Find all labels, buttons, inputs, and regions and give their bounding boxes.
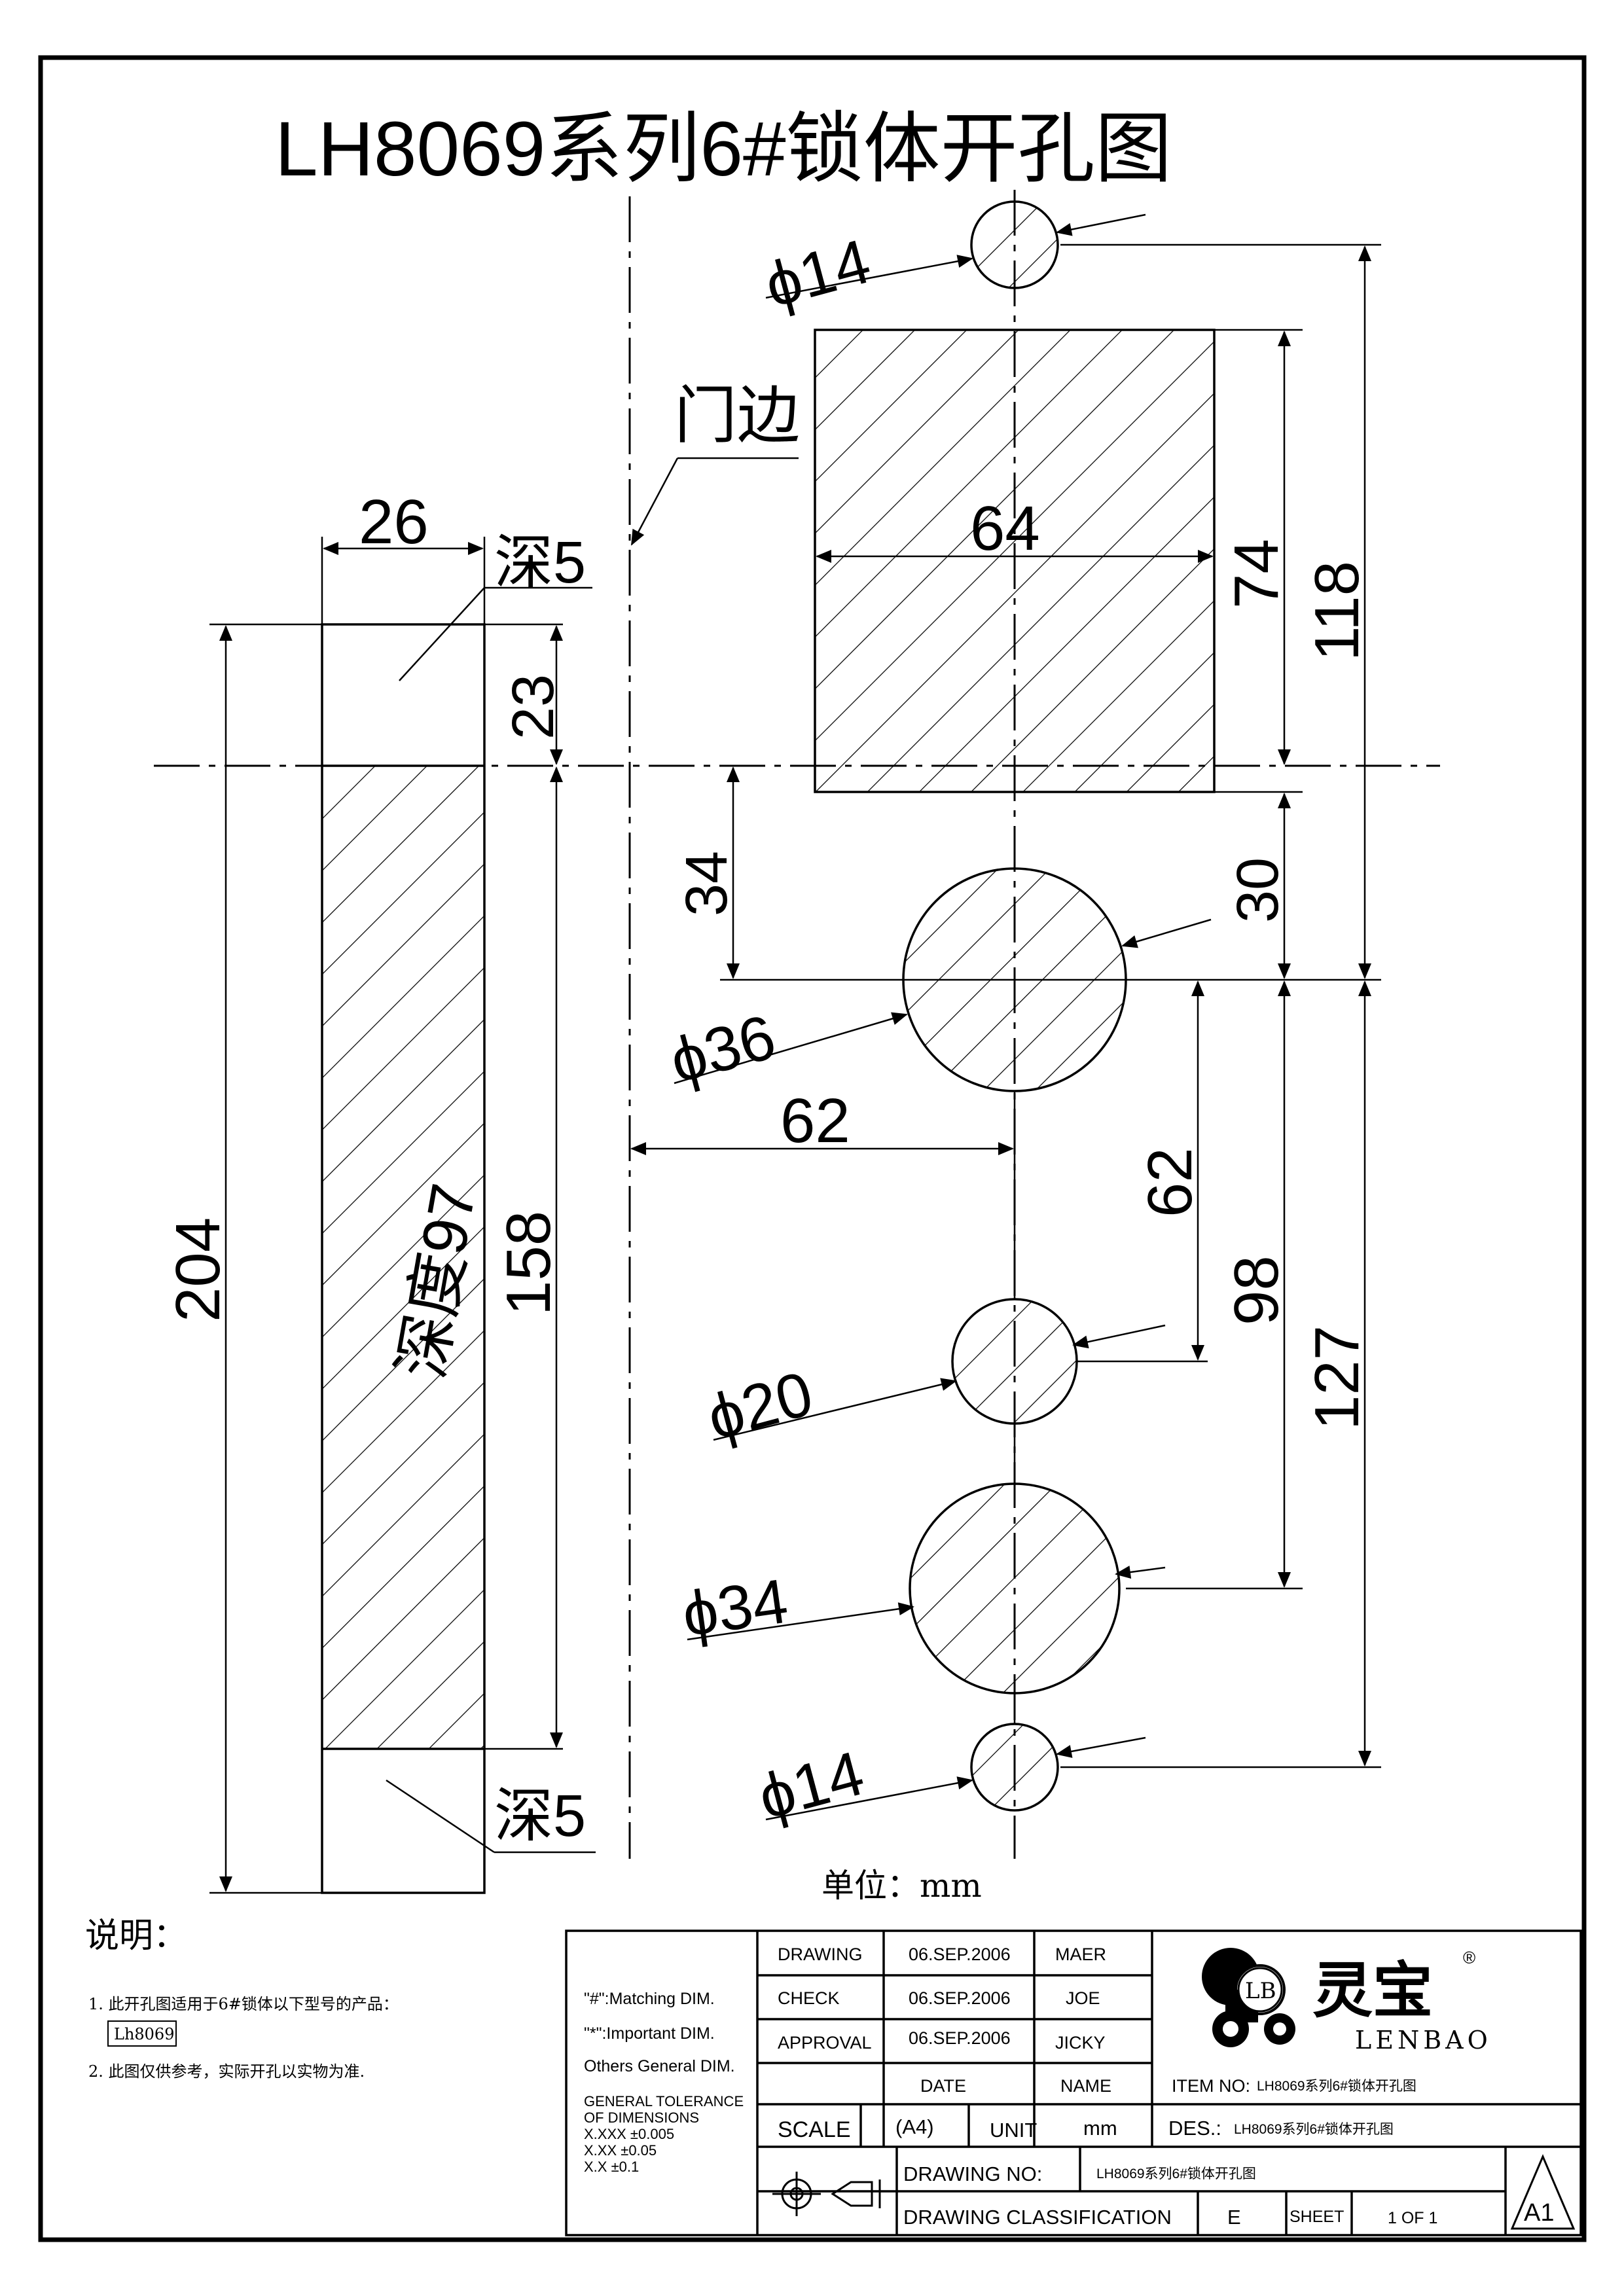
drawing-label: DRAWING — [778, 1945, 863, 1964]
depth-label-top: 深5 — [494, 530, 586, 596]
dim-158: 158 — [494, 1211, 564, 1316]
dim-127: 127 — [1302, 1325, 1372, 1430]
depth-label-bottom: 深5 — [494, 1784, 586, 1849]
title-block-text: "#":Matching DIM. "*":Important DIM. Oth… — [584, 1945, 1437, 2229]
dim-phi14-bottom: ϕ14 — [751, 1738, 871, 1833]
dim-74: 74 — [1221, 539, 1291, 609]
classification-value: E — [1227, 2206, 1241, 2229]
dimension-lines — [219, 245, 1371, 1892]
scale-label: SCALE — [778, 2117, 851, 2142]
dim-62-horizontal: 62 — [780, 1086, 850, 1156]
note-item-2: 2. 此图仅供参考，实际开孔以实物为准. — [88, 2062, 365, 2081]
title-block — [565, 1929, 1582, 2236]
brand-en: LENBAO — [1355, 2026, 1492, 2054]
approval-date: 06.SEP.2006 — [909, 2028, 1011, 2048]
name-header: NAME — [1060, 2076, 1111, 2096]
dim-64: 64 — [970, 493, 1040, 564]
registered-mark: ® — [1463, 1948, 1475, 1967]
dim-204: 204 — [163, 1217, 233, 1322]
notes-heading: 说明： — [85, 1916, 187, 1956]
drawing-no-value: LH8069系列6#锁体开孔图 — [1096, 2166, 1256, 2181]
scale-value: (A4) — [895, 2115, 934, 2138]
dim-26: 26 — [359, 487, 429, 557]
unit-label-tb: UNIT — [990, 2119, 1037, 2142]
side-slot — [321, 623, 486, 1894]
hole-phi14-bottom — [970, 1723, 1059, 1812]
sheet-value: 1 OF 1 — [1388, 2209, 1437, 2227]
important-dim: "*":Important DIM. — [584, 2024, 715, 2043]
tolerance-x: X.X ±0.1 — [584, 2159, 639, 2175]
drawing-no-label: DRAWING NO: — [903, 2162, 1042, 2185]
model-box-text: Lh8069 — [114, 2025, 174, 2043]
dim-phi36: ϕ36 — [663, 1001, 783, 1096]
projection-symbol-icon — [772, 2172, 881, 2216]
dim-98: 98 — [1221, 1255, 1291, 1325]
des-label: DES.: — [1168, 2117, 1221, 2140]
note-item-1: 1. 此开孔图适用于6#锁体以下型号的产品： — [88, 1995, 399, 2013]
dim-phi20: ϕ20 — [700, 1358, 820, 1453]
approval-label: APPROVAL — [778, 2033, 872, 2053]
model-box — [107, 2020, 177, 2047]
classification-label: DRAWING CLASSIFICATION — [903, 2206, 1172, 2229]
check-label: CHECK — [778, 1988, 840, 2008]
extension-lines — [209, 243, 1381, 1894]
dim-phi14-top: ϕ14 — [758, 226, 878, 321]
holes — [902, 200, 1127, 1812]
check-name: JOE — [1066, 1988, 1100, 2008]
approval-name: JICKY — [1055, 2033, 1106, 2053]
check-date: 06.SEP.2006 — [909, 1988, 1011, 2008]
dim-30: 30 — [1225, 857, 1291, 923]
des-value: LH8069系列6#锁体开孔图 — [1234, 2122, 1394, 2137]
size-mark-triangle-icon — [1510, 2154, 1576, 2230]
dim-23: 23 — [501, 674, 566, 740]
matching-dim: "#":Matching DIM. — [584, 1990, 715, 2008]
hole-phi14-top — [970, 200, 1059, 289]
tolerance-xxx: X.XXX ±0.005 — [584, 2126, 674, 2142]
hole-phi20 — [951, 1298, 1078, 1425]
logo-badge-text: LB — [1245, 1978, 1276, 2004]
dim-118: 118 — [1302, 561, 1372, 661]
leader-lines — [386, 213, 1212, 1854]
brand-cn: 灵宝 — [1312, 1955, 1433, 2026]
drawing-title: LH8069系列6#锁体开孔图 — [275, 106, 1172, 192]
hole-phi34 — [909, 1482, 1121, 1695]
drawing-name: MAER — [1055, 1945, 1106, 1964]
date-header: DATE — [920, 2076, 966, 2096]
size-mark: A1 — [1524, 2199, 1554, 2227]
door-edge-label: 门边 — [674, 379, 800, 452]
item-no-label: ITEM NO: — [1172, 2076, 1250, 2096]
dim-34: 34 — [674, 851, 740, 916]
lenbao-logo-icon — [1202, 1948, 1295, 2047]
drawing-date: 06.SEP.2006 — [909, 1945, 1011, 1964]
tolerance-xx: X.XX ±0.05 — [584, 2142, 657, 2159]
tolerance-title-1: GENERAL TOLERANCE — [584, 2093, 744, 2109]
dim-62-vertical: 62 — [1135, 1147, 1205, 1217]
others-dim: Others General DIM. — [584, 2057, 735, 2075]
unit-label: 单位：mm — [821, 1867, 982, 1905]
sheet-label: SHEET — [1290, 2208, 1344, 2226]
unit-value: mm — [1083, 2117, 1117, 2140]
dim-phi34: ϕ34 — [678, 1566, 792, 1649]
drawing-frame — [38, 55, 1587, 2242]
item-no-value: LH8069系列6#锁体开孔图 — [1257, 2079, 1416, 2094]
tolerance-title-2: OF DIMENSIONS — [584, 2109, 699, 2126]
